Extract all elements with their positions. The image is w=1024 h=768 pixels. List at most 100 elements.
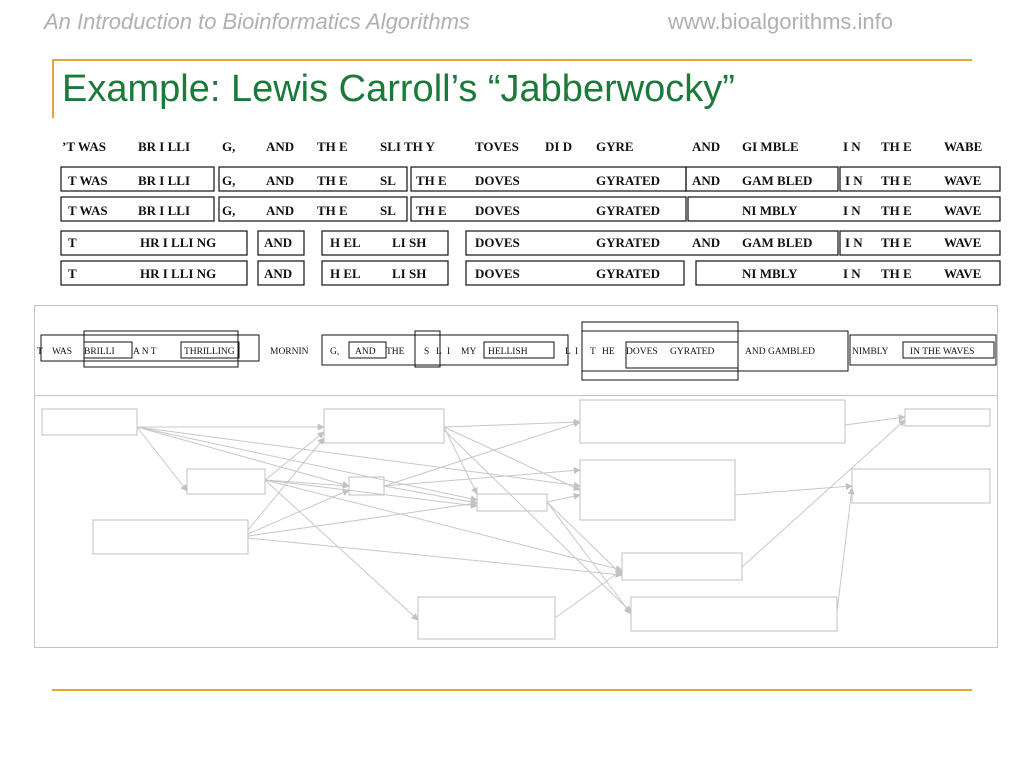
row4-word: T <box>68 266 77 281</box>
row0-word: AND <box>692 139 720 154</box>
segment-box <box>218 196 408 222</box>
row1-word: TH E <box>416 173 447 188</box>
row1-word: BR I LLI <box>138 173 190 188</box>
graph-edge <box>443 429 632 613</box>
row3-word: AND <box>264 235 292 250</box>
row0-word: GI MBLE <box>742 139 799 154</box>
graph-edge <box>741 419 906 568</box>
strip-word: THE <box>386 347 405 357</box>
segment-box <box>839 230 1001 256</box>
website-url: www.bioalgorithms.info <box>668 9 893 34</box>
segmentation-graph-panel <box>34 305 998 648</box>
segment-box <box>685 166 839 192</box>
row4-word: WAVE <box>944 266 981 281</box>
strip-word: IN THE WAVES <box>910 347 974 357</box>
graph-edge <box>264 431 325 481</box>
strip-box <box>414 330 441 368</box>
graph-node <box>630 596 838 632</box>
segment-box <box>410 196 687 222</box>
row1-word: AND <box>266 173 294 188</box>
row1-word: GYRATED <box>596 173 660 188</box>
row2-word: DOVES <box>475 203 520 218</box>
row2-word: AND <box>266 203 294 218</box>
graph-node <box>579 399 846 444</box>
row0-word: DI D <box>545 139 572 154</box>
strip-word: GYRATED <box>670 347 714 357</box>
graph-edge <box>247 500 478 537</box>
graph-node <box>851 468 991 504</box>
segment-box <box>60 166 215 192</box>
graph-node <box>323 408 445 444</box>
row2-word: GYRATED <box>596 203 660 218</box>
graph-edge <box>443 418 581 428</box>
row3-word: LI SH <box>392 235 426 250</box>
graph-edge <box>383 420 581 487</box>
row4-word: DOVES <box>475 266 520 281</box>
row3-word: HR I LLI NG <box>140 235 216 250</box>
graph-edge <box>734 482 853 496</box>
strip-box <box>83 341 133 359</box>
panel-divider <box>34 395 998 396</box>
graph-node <box>92 519 249 555</box>
course-title: An Introduction to Bioinformatics Algori… <box>44 9 470 34</box>
strip-word: I <box>575 347 578 357</box>
graph-edge <box>844 414 906 426</box>
graph-edge <box>546 492 581 503</box>
segment-box <box>839 166 1001 192</box>
row1-word: TH E <box>317 173 348 188</box>
graph-edge <box>136 426 188 492</box>
row1-word: AND <box>692 173 720 188</box>
row2-word: NI MBLY <box>742 203 798 218</box>
row4-word: I N <box>843 266 861 281</box>
strip-box <box>321 334 569 366</box>
segment-box <box>321 260 449 286</box>
row1-word: SL <box>380 173 396 188</box>
graph-edge <box>247 437 325 531</box>
row4-word: NI MBLY <box>742 266 798 281</box>
row2-word: I N <box>843 203 861 218</box>
graph-edge <box>264 479 419 621</box>
row0-word: GYRE <box>596 139 634 154</box>
segment-box <box>695 260 1001 286</box>
graph-edge <box>383 485 478 506</box>
row1-word: TH E <box>881 173 912 188</box>
row0-word: SLI TH Y <box>380 139 436 154</box>
row0-word: I N <box>843 139 861 154</box>
segment-box <box>465 230 839 256</box>
graph-edge <box>836 487 855 613</box>
row3-word: I N <box>845 235 863 250</box>
strip-box <box>40 334 260 362</box>
graph-edge <box>136 426 350 488</box>
strip-word: THRILLING <box>184 347 235 357</box>
row2-word: SL <box>380 203 396 218</box>
graph-edge <box>247 537 623 578</box>
strip-word: A N T <box>133 347 157 357</box>
strip-box <box>180 341 240 359</box>
row4-word: HR I LLI NG <box>140 266 216 281</box>
row1-word: T WAS <box>68 173 108 188</box>
graph-edge <box>264 479 623 572</box>
graph-edge <box>136 426 478 503</box>
graph-node <box>621 552 743 581</box>
slide-title: Example: Lewis Carroll’s “Jabberwocky” <box>62 68 735 110</box>
strip-word: DOVES <box>626 347 658 357</box>
row3-word: GAM BLED <box>742 235 812 250</box>
strip-word: G, <box>330 347 339 357</box>
row4-word: LI SH <box>392 266 426 281</box>
row4-word: GYRATED <box>596 266 660 281</box>
graph-node <box>41 408 138 436</box>
row2-word: TH E <box>416 203 447 218</box>
strip-box <box>902 341 995 359</box>
strip-word: MY <box>461 347 476 357</box>
row4-word: H EL <box>330 266 361 281</box>
top-rule <box>52 59 972 61</box>
row3-word: AND <box>692 235 720 250</box>
row0-word: TH E <box>881 139 912 154</box>
strip-word: I <box>447 347 450 357</box>
row0-word: TOVES <box>475 139 519 154</box>
strip-box <box>581 330 849 372</box>
strip-word: WAS <box>52 347 72 357</box>
segment-box <box>465 260 685 286</box>
row1-word: DOVES <box>475 173 520 188</box>
